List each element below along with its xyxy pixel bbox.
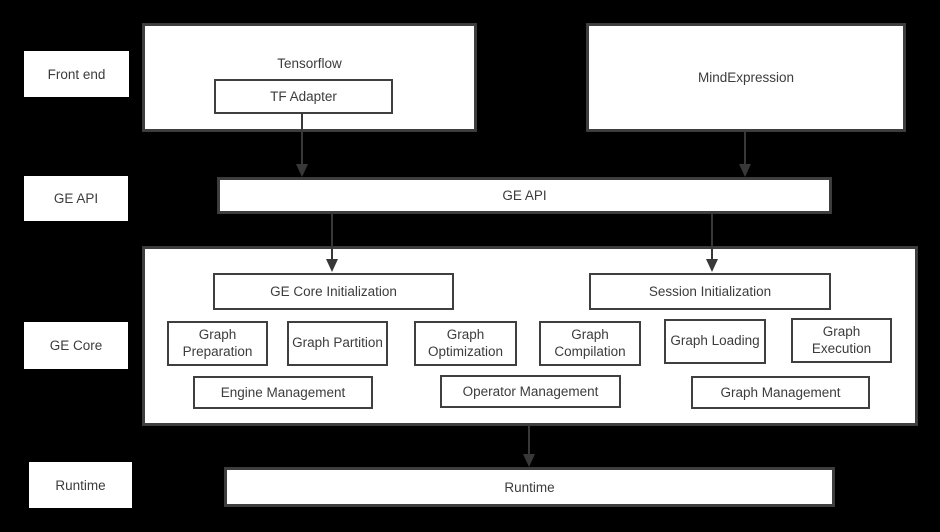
module-graph-optimization-label: Graph Optimization: [427, 326, 504, 359]
arrow-tf-adapter-to-ge-api: [296, 113, 308, 177]
runtime-bar-label: Runtime: [504, 479, 555, 495]
side-label-ge-api: GE API: [24, 176, 128, 221]
runtime-bar: Runtime: [224, 467, 835, 507]
module-graph-compilation-label: Graph Compilation: [554, 326, 626, 359]
engine-management-label: Engine Management: [220, 385, 346, 400]
session-initialization-box: Session Initialization: [589, 273, 831, 310]
mindexpression-box: MindExpression: [586, 23, 906, 132]
module-graph-execution-label: Graph Execution: [811, 323, 872, 356]
module-graph-preparation-label: Graph Preparation: [182, 326, 253, 359]
arrow-line: [528, 425, 530, 455]
tf-adapter-box: TF Adapter: [214, 79, 393, 114]
tensorflow-title: Tensorflow: [277, 56, 342, 71]
arrow-ge-core-to-runtime: [523, 425, 535, 467]
side-label-ge-core: GE Core: [24, 322, 128, 369]
arrow-head: [739, 164, 751, 177]
arrow-head: [296, 164, 308, 177]
side-label-front-end: Front end: [24, 51, 129, 97]
arrow-head: [326, 259, 338, 272]
module-graph-optimization: Graph Optimization: [414, 321, 517, 366]
arrow-line: [744, 131, 746, 165]
engine-management-box: Engine Management: [193, 376, 373, 409]
arrow-line: [711, 213, 713, 260]
mindexpression-label: MindExpression: [697, 70, 795, 85]
module-graph-loading-label: Graph Loading: [670, 333, 760, 349]
ge-core-initialization-box: GE Core Initialization: [213, 273, 454, 310]
tf-adapter-label: TF Adapter: [270, 89, 337, 104]
graph-management-box: Graph Management: [691, 376, 870, 409]
module-graph-partition-label: Graph Partition: [292, 335, 383, 351]
module-graph-loading: Graph Loading: [664, 319, 766, 364]
session-initialization-label: Session Initialization: [648, 284, 772, 299]
operator-management-label: Operator Management: [462, 384, 599, 399]
ge-core-box: GE Core Initialization Session Initializ…: [142, 246, 918, 426]
arrow-ge-api-to-ge-core-initialization: [326, 213, 338, 272]
ge-api-bar: GE API: [217, 177, 832, 214]
side-label-runtime: Runtime: [29, 462, 132, 508]
module-graph-partition: Graph Partition: [287, 321, 388, 366]
ge-core-initialization-label: GE Core Initialization: [270, 284, 397, 299]
tensorflow-box: Tensorflow TF Adapter: [142, 23, 477, 132]
arrow-head: [523, 454, 535, 467]
arrow-mindexpression-to-ge-api: [739, 131, 751, 177]
arrow-ge-api-to-session-initialization: [706, 213, 718, 272]
graph-management-label: Graph Management: [720, 385, 841, 400]
arrow-line: [331, 213, 333, 260]
arrow-head: [706, 259, 718, 272]
ge-api-bar-label: GE API: [502, 188, 547, 203]
module-graph-compilation: Graph Compilation: [539, 321, 641, 366]
operator-management-box: Operator Management: [440, 375, 621, 408]
module-graph-preparation: Graph Preparation: [167, 321, 268, 366]
module-graph-execution: Graph Execution: [791, 318, 892, 363]
arrow-line: [301, 113, 303, 165]
